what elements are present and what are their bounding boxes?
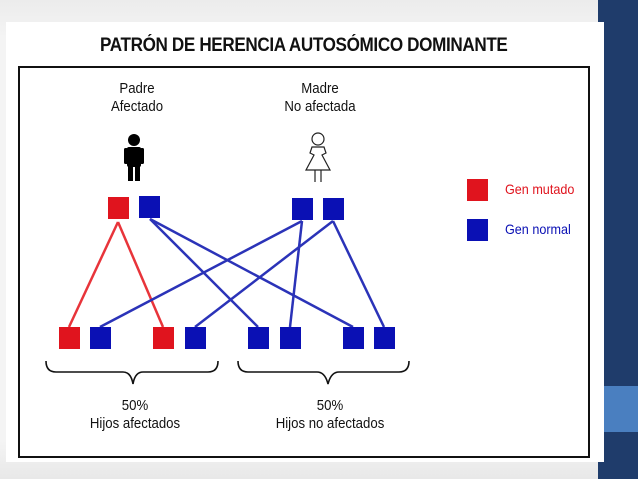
legend-normal-swatch bbox=[467, 219, 488, 241]
line-father-mut-child2 bbox=[116, 221, 165, 328]
mother-label-line1: Madre bbox=[301, 80, 339, 97]
father-label: Padre Afectado bbox=[106, 80, 168, 116]
line-mother1-child1 bbox=[99, 219, 303, 329]
diagram-frame bbox=[18, 66, 590, 458]
child1-gene-mutated bbox=[59, 327, 80, 349]
mother-label-line2: No afectada bbox=[284, 98, 356, 115]
unaffected-percent: 50% bbox=[316, 397, 344, 414]
affected-text: Hijos afectados bbox=[89, 415, 181, 432]
accent-bar-bottom bbox=[598, 432, 638, 479]
page-title: PATRÓN DE HERENCIA AUTOSÓMICO DOMINANTE bbox=[100, 35, 508, 56]
child2-gene-normal bbox=[185, 327, 206, 349]
child1-gene-normal bbox=[90, 327, 111, 349]
affected-group-label: 50% Hijos afectados bbox=[78, 397, 192, 433]
legend-mutated-swatch bbox=[467, 179, 488, 201]
mother-label: Madre No afectada bbox=[276, 80, 364, 116]
father-label-line1: Padre bbox=[119, 80, 155, 97]
line-mother2-child2 bbox=[194, 220, 334, 328]
unaffected-group-label: 50% Hijos no afectados bbox=[264, 397, 396, 433]
affected-percent: 50% bbox=[121, 397, 149, 414]
unaffected-text: Hijos no afectados bbox=[275, 415, 385, 432]
legend-normal-label: Gen normal bbox=[505, 221, 571, 237]
father-gene-mutated bbox=[108, 197, 129, 219]
line-father-mut-child1 bbox=[67, 221, 120, 328]
father-figure-icon bbox=[124, 134, 144, 181]
child2-gene-mutated bbox=[153, 327, 174, 349]
legend-mutated-label: Gen mutado bbox=[505, 181, 575, 197]
line-mother2-child4 bbox=[331, 220, 386, 328]
inheritance-lines bbox=[67, 217, 386, 329]
mother-gene-normal-1 bbox=[292, 198, 313, 220]
accent-bar-top bbox=[598, 0, 638, 386]
brace-affected bbox=[45, 360, 219, 385]
mother-gene-normal-2 bbox=[323, 198, 344, 220]
child4-gene-normal-2 bbox=[374, 327, 395, 349]
line-mother1-child3 bbox=[288, 220, 304, 328]
child3-gene-normal-1 bbox=[248, 327, 269, 349]
mother-figure-icon bbox=[305, 132, 331, 182]
brace-unaffected bbox=[237, 360, 410, 385]
father-label-line2: Afectado bbox=[110, 98, 164, 115]
accent-bar-middle bbox=[598, 386, 638, 432]
child3-gene-normal-2 bbox=[280, 327, 301, 349]
father-gene-normal bbox=[139, 196, 160, 218]
child4-gene-normal-1 bbox=[343, 327, 364, 349]
line-father-norm-child4 bbox=[149, 217, 354, 329]
